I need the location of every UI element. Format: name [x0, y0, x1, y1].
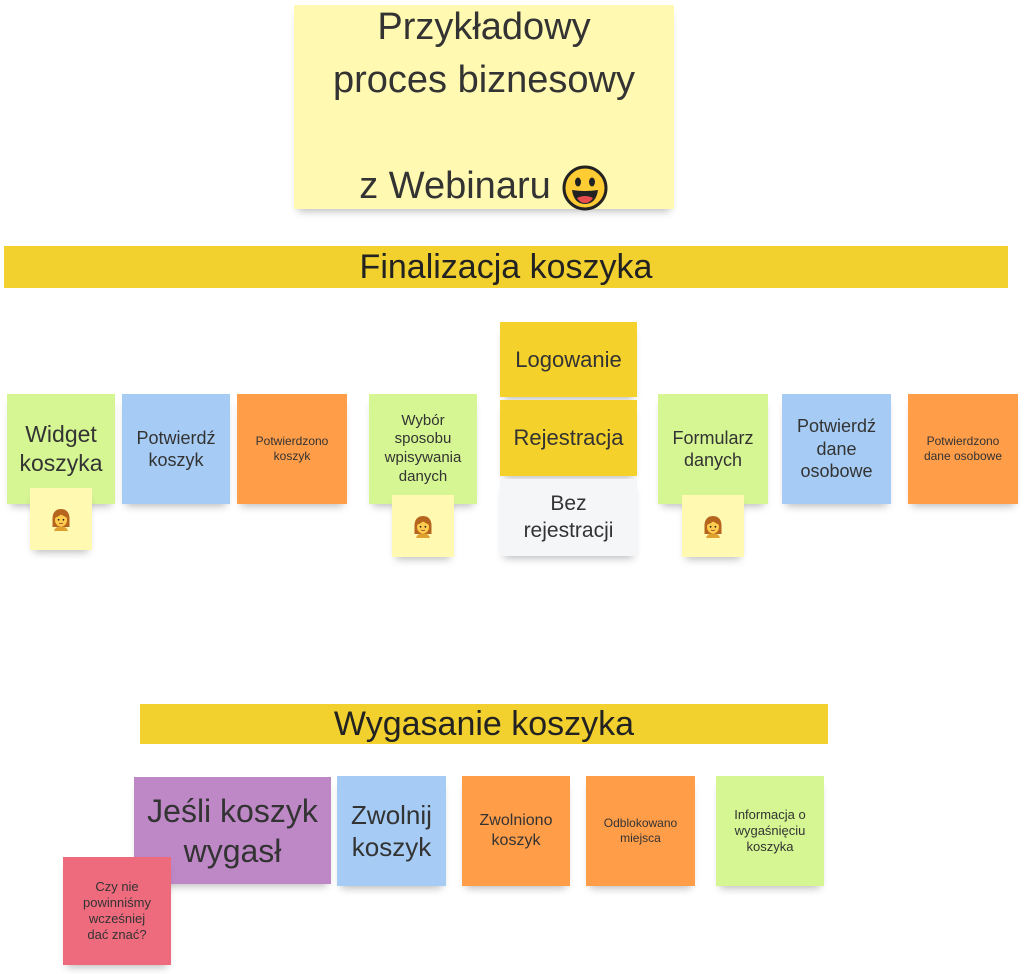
note-label: Wybór sposobu wpisywania danych: [384, 411, 462, 485]
note-label: Formularz danych: [672, 427, 754, 471]
note-label: Potwierdzono koszyk: [255, 434, 329, 463]
note-logowanie[interactable]: Logowanie: [500, 322, 637, 397]
persona-note-1[interactable]: [30, 488, 92, 550]
note-informacja-o-wygasnieciu[interactable]: Informacja o wygaśnięciu koszyka: [716, 776, 824, 886]
section-banner-finalization[interactable]: Finalizacja koszyka: [4, 246, 1008, 288]
title-line-3-text: z Webinaru: [359, 165, 551, 208]
note-potwierdz-koszyk[interactable]: Potwierdź koszyk: [122, 394, 230, 504]
note-rejestracja[interactable]: Rejestracja: [500, 400, 637, 476]
persona-note-3[interactable]: [682, 495, 744, 557]
woman-icon: [52, 509, 70, 531]
woman-icon: [414, 516, 432, 538]
note-bez-rejestracji[interactable]: Bez rejestracji: [500, 479, 637, 556]
note-czy-nie-powinnismy[interactable]: Czy nie powinniśmy wcześniej dać znać?: [63, 857, 171, 965]
note-label: Zwolnij koszyk: [351, 799, 432, 863]
title-line-3: z Webinaru: [359, 107, 609, 213]
note-wybor-sposobu[interactable]: Wybór sposobu wpisywania danych: [369, 394, 477, 504]
note-label: Informacja o wygaśnięciu koszyka: [734, 806, 806, 855]
title-line-1: Przykładowy: [377, 5, 591, 48]
note-widget-koszyka[interactable]: Widget koszyka: [7, 394, 115, 504]
note-label: Bez rejestracji: [523, 492, 614, 542]
note-potwierdzono-dane-osobowe[interactable]: Potwierdzono dane osobowe: [908, 394, 1018, 504]
section-banner-expiration[interactable]: Wygasanie koszyka: [140, 704, 828, 744]
note-label: Potwierdź koszyk: [136, 427, 216, 471]
note-label: Logowanie: [515, 346, 622, 372]
note-label: Zwolniono koszyk: [479, 812, 553, 849]
note-zwolniono-koszyk[interactable]: Zwolniono koszyk: [462, 776, 570, 886]
title-line-2: proces biznesowy: [332, 58, 636, 101]
note-potwierdz-dane-osobowe[interactable]: Potwierdź dane osobowe: [782, 394, 891, 504]
note-potwierdzono-koszyk[interactable]: Potwierdzono koszyk: [237, 394, 347, 504]
note-label: Czy nie powinniśmy wcześniej dać znać?: [83, 878, 151, 943]
title-note[interactable]: Przykładowy proces biznesowy z Webinaru: [294, 5, 674, 211]
persona-note-2[interactable]: [392, 495, 454, 557]
note-odblokowano-miejsca[interactable]: Odblokowano miejsca: [586, 776, 695, 886]
note-label: Rejestracja: [513, 425, 624, 451]
note-formularz-danych[interactable]: Formularz danych: [658, 394, 768, 504]
note-label: Jeśli koszyk wygasł: [147, 792, 318, 869]
grinning-face-icon: [562, 165, 608, 211]
section-title-expiration: Wygasanie koszyka: [333, 704, 635, 743]
section-title-finalization: Finalizacja koszyka: [359, 247, 653, 286]
woman-icon: [704, 516, 722, 538]
note-label: Widget koszyka: [19, 421, 103, 476]
note-label: Potwierdzono dane osobowe: [923, 434, 1003, 463]
note-jesli-koszyk-wygasl[interactable]: Jeśli koszyk wygasł: [134, 777, 331, 884]
note-zwolnij-koszyk[interactable]: Zwolnij koszyk: [337, 776, 446, 886]
note-label: Odblokowano miejsca: [603, 816, 678, 845]
note-label: Potwierdź dane osobowe: [796, 416, 877, 482]
